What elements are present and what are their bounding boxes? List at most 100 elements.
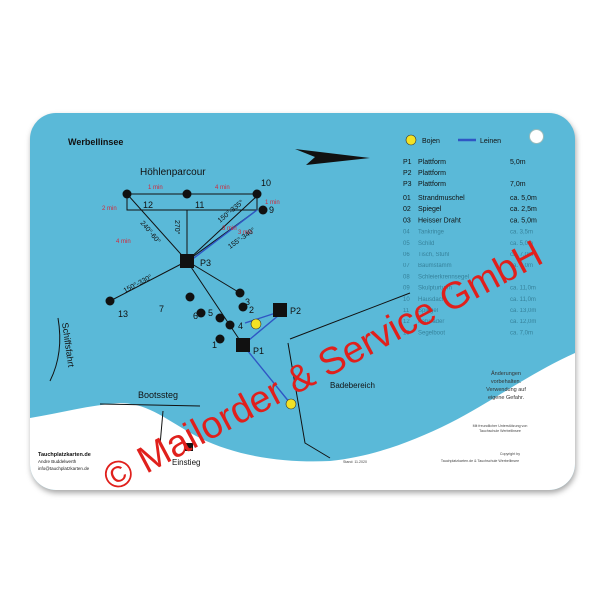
segment-time: 4 min xyxy=(215,185,230,191)
buoy-icon xyxy=(285,398,297,410)
bearing-label: 240°-60° xyxy=(138,219,162,245)
node-label: 4 xyxy=(238,321,243,331)
station-name: Skulpturturm xyxy=(418,286,452,292)
publisher-email: info@tauchplatzkarten.de xyxy=(38,466,90,471)
station-depth: ca. 11,0m xyxy=(510,297,536,303)
segment-time: 4 min xyxy=(116,239,131,245)
station-number: 05 xyxy=(403,241,410,247)
station-name: Spiegel xyxy=(418,308,438,314)
node-label: 10 xyxy=(261,178,271,188)
station-node-icon xyxy=(185,292,195,302)
edition: Stand: 11.2020 xyxy=(343,460,367,464)
small-print: Tauchschule Werbellinsee xyxy=(479,429,521,433)
station-number: 02 xyxy=(403,206,411,213)
node-label: 5 xyxy=(208,308,213,318)
station-node-icon xyxy=(252,189,262,199)
platform-code: P3 xyxy=(403,181,412,188)
station-node-icon xyxy=(196,308,206,318)
small-print: Mit freundlicher Unterstützung von xyxy=(473,424,528,428)
station-name: Schleierkrennsegel xyxy=(418,274,469,280)
station-node-icon xyxy=(235,288,245,298)
entry-label: Einstieg xyxy=(172,458,200,467)
buoy-icon xyxy=(250,318,262,330)
station-number: 06 xyxy=(403,252,410,258)
station-name: Spiegel xyxy=(418,206,442,213)
swim-area-label: Badebereich xyxy=(330,381,375,390)
platform-node-icon xyxy=(236,338,250,352)
note-line: Änderungen xyxy=(491,370,521,377)
platform-node-icon xyxy=(180,254,194,268)
north-arrow-icon xyxy=(295,149,370,165)
station-depth: ca. 13,0m xyxy=(510,308,536,314)
node-label: 1 xyxy=(212,340,217,350)
station-name: Tankringe xyxy=(418,230,445,236)
note-line: Verwendung auf xyxy=(486,387,526,393)
node-label: 6 xyxy=(193,311,198,321)
node-label: 13 xyxy=(118,309,128,319)
segment-time: 3 min xyxy=(238,230,253,236)
station-depth: ca. 11,0m xyxy=(510,286,536,292)
station-number: 08 xyxy=(403,274,410,280)
node-label: 3 xyxy=(245,297,250,307)
note-line: eigene Gefahr. xyxy=(488,395,525,401)
station-node-icon xyxy=(238,302,248,312)
station-name: Segelboot xyxy=(418,330,445,336)
station-depth: ca. 7,0m xyxy=(510,330,533,336)
station-depth: ca. 3,5m xyxy=(510,230,533,236)
copyright-line: Copyright by xyxy=(500,452,520,456)
station-depth: ca. 5,0m xyxy=(510,195,537,202)
publisher-author: Andre Buddelwerth xyxy=(38,459,77,464)
platform-name: Plattform xyxy=(418,159,446,166)
station-number: 10 xyxy=(403,297,410,303)
station-name: Fahrräder xyxy=(418,319,444,325)
station-node-icon xyxy=(225,320,235,330)
station-node-icon xyxy=(215,313,225,323)
segment-time: 2 min xyxy=(102,206,117,212)
node-label: P3 xyxy=(200,258,211,268)
platform-name: Plattform xyxy=(418,181,446,188)
station-node-icon xyxy=(182,189,192,199)
station-name: Strandmuschel xyxy=(418,195,465,202)
node-label: 2 xyxy=(249,305,254,315)
parcour-box xyxy=(126,193,258,211)
platform-depth: 5,0m xyxy=(510,159,526,166)
bearing-label: 150°-330° xyxy=(122,273,154,295)
shipping-lane-label: Schiffsfahrt xyxy=(60,322,76,368)
station-depth: ca. 2,5m xyxy=(510,206,537,213)
station-number: 09 xyxy=(403,286,410,292)
platform-list: P1 Plattform 5,0m P2 Plattform P3 Plattf… xyxy=(403,159,526,188)
station-number: 07 xyxy=(403,263,410,269)
platform-node-icon xyxy=(273,303,287,317)
station-name: Heisser Draht xyxy=(418,217,461,224)
station-name: Schild xyxy=(418,241,434,247)
station-node-icon xyxy=(258,205,268,215)
segment-time: 1 min xyxy=(265,200,280,206)
platform-name: Plattform xyxy=(418,170,446,177)
station-depth: ca. 5,0m xyxy=(510,241,533,247)
station-name: Baumstamm xyxy=(418,263,452,269)
hanging-hole xyxy=(529,129,544,144)
station-depth: ca. 5,0m xyxy=(510,217,537,224)
route-lines xyxy=(109,193,258,346)
segment-time: 1 min xyxy=(148,185,163,191)
station-node-icon xyxy=(215,334,225,344)
note-line: vorbehalten. xyxy=(491,379,522,385)
station-number: 13 xyxy=(403,330,410,336)
jetty-label: Bootssteg xyxy=(138,390,178,400)
station-node-icon xyxy=(105,296,115,306)
node-label: 12 xyxy=(143,200,153,210)
node-label: 11 xyxy=(195,200,204,210)
node-label: 9 xyxy=(269,205,274,215)
station-number: 04 xyxy=(403,230,410,236)
station-number: 01 xyxy=(403,195,411,202)
station-number: 12 xyxy=(403,319,410,325)
platform-code: P1 xyxy=(403,159,412,166)
station-number: 11 xyxy=(403,308,410,314)
dive-map-card: Werbellinsee Bojen Leinen P1 Plattform 5… xyxy=(30,113,575,490)
station-depth: ca. 12,0m xyxy=(510,319,536,325)
bearing-label: 270° xyxy=(173,220,181,235)
bearings: 240°-60°270°150°-335°155°-340°150°-330° xyxy=(122,198,257,295)
